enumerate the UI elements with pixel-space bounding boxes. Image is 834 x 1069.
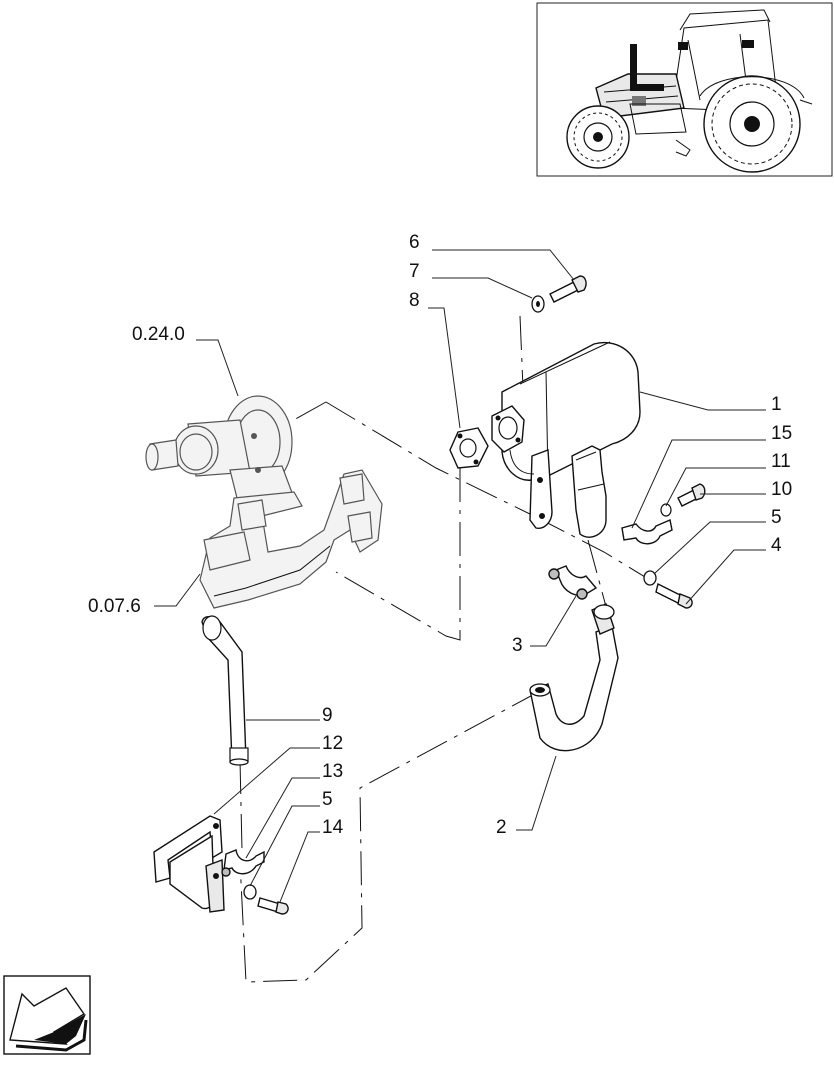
label-1: 1 — [771, 394, 782, 415]
label-2: 2 — [496, 817, 507, 838]
exhaust-manifold — [199, 469, 383, 609]
bolt-and-washer — [531, 275, 587, 313]
label-15: 15 — [771, 423, 792, 444]
label-12: 12 — [322, 733, 343, 754]
label-ref-turbo: 0.24.0 — [132, 324, 185, 345]
callout-labels: 6 7 8 0.24.0 1 15 11 10 5 4 0.07.6 3 9 1… — [88, 232, 792, 838]
leader-lines — [154, 249, 766, 903]
location-marker — [630, 44, 637, 88]
label-9: 9 — [322, 705, 333, 726]
bolt-10-washer-11 — [660, 483, 706, 517]
label-10: 10 — [771, 479, 792, 500]
label-3: 3 — [512, 635, 523, 656]
label-6: 6 — [409, 232, 420, 253]
tail-pipe — [201, 615, 249, 766]
exhaust-pipe — [529, 603, 619, 752]
label-7: 7 — [409, 261, 420, 282]
label-8: 8 — [409, 290, 420, 311]
tractor-icon — [566, 9, 813, 173]
clamp-15 — [621, 519, 673, 545]
label-14: 14 — [322, 817, 344, 838]
label-ref-manifold: 0.07.6 — [88, 596, 141, 617]
clamp-3 — [548, 565, 598, 600]
label-5-lower: 5 — [322, 789, 333, 810]
label-11: 11 — [771, 451, 791, 472]
clamp-13 — [221, 849, 265, 877]
bolt-14-washer-5 — [243, 884, 289, 915]
turbocharger — [145, 395, 295, 503]
label-5-upper: 5 — [771, 507, 782, 528]
support-bracket — [153, 815, 225, 913]
muffler — [491, 341, 641, 538]
label-4: 4 — [771, 535, 782, 556]
previous-page-arrow-icon[interactable] — [3, 975, 91, 1055]
bolt-4-washer-5 — [643, 570, 693, 609]
flange-gasket — [449, 427, 489, 469]
tractor-locator-inset — [536, 2, 833, 177]
label-13: 13 — [322, 761, 343, 782]
